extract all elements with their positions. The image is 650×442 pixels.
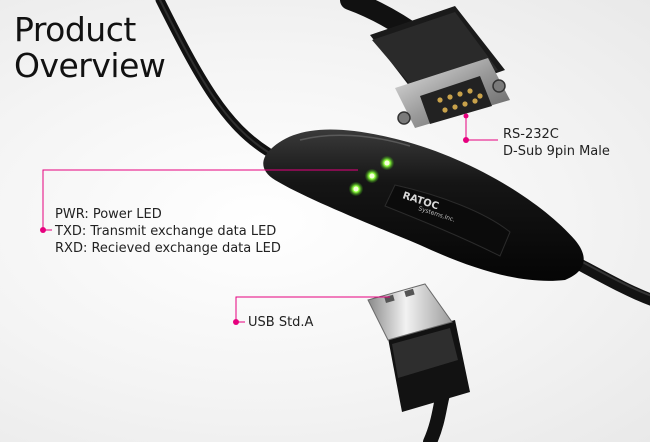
led-leader-dot <box>40 227 46 233</box>
usb-label: USB Std.A <box>248 314 313 331</box>
led-label: PWR: Power LED TXD: Transmit exchange da… <box>55 206 281 257</box>
rs232-connector-icon <box>370 6 510 128</box>
pwr-led-label: PWR: Power LED <box>55 207 162 222</box>
rxd-led-label: RXD: Recieved exchange data LED <box>55 241 281 256</box>
led-leader-line <box>42 169 358 231</box>
usb-cable <box>155 0 273 157</box>
usb-connector-icon <box>367 283 470 442</box>
usb-leader-dot <box>233 319 239 325</box>
usb-leader-line <box>235 296 390 323</box>
page-title-line1: Product <box>14 10 136 49</box>
page-title-line2: Overview <box>14 46 166 85</box>
rs232-label-line2: D-Sub 9pin Male <box>503 144 610 159</box>
right-cable <box>569 256 650 306</box>
rs232-label: RS-232C D-Sub 9pin Male <box>503 126 610 160</box>
led-indicators <box>349 156 394 196</box>
rs232-leader-dot <box>463 113 469 119</box>
rs232-label-line1: RS-232C <box>503 127 559 142</box>
txd-led-label: TXD: Transmit exchange data LED <box>55 224 277 239</box>
usb-label-line1: USB Std.A <box>248 315 314 330</box>
page-title: Product Overview <box>14 10 166 85</box>
adapter-body: RATOC Systems,Inc. <box>263 129 584 281</box>
rs232-leader-line <box>465 116 498 141</box>
